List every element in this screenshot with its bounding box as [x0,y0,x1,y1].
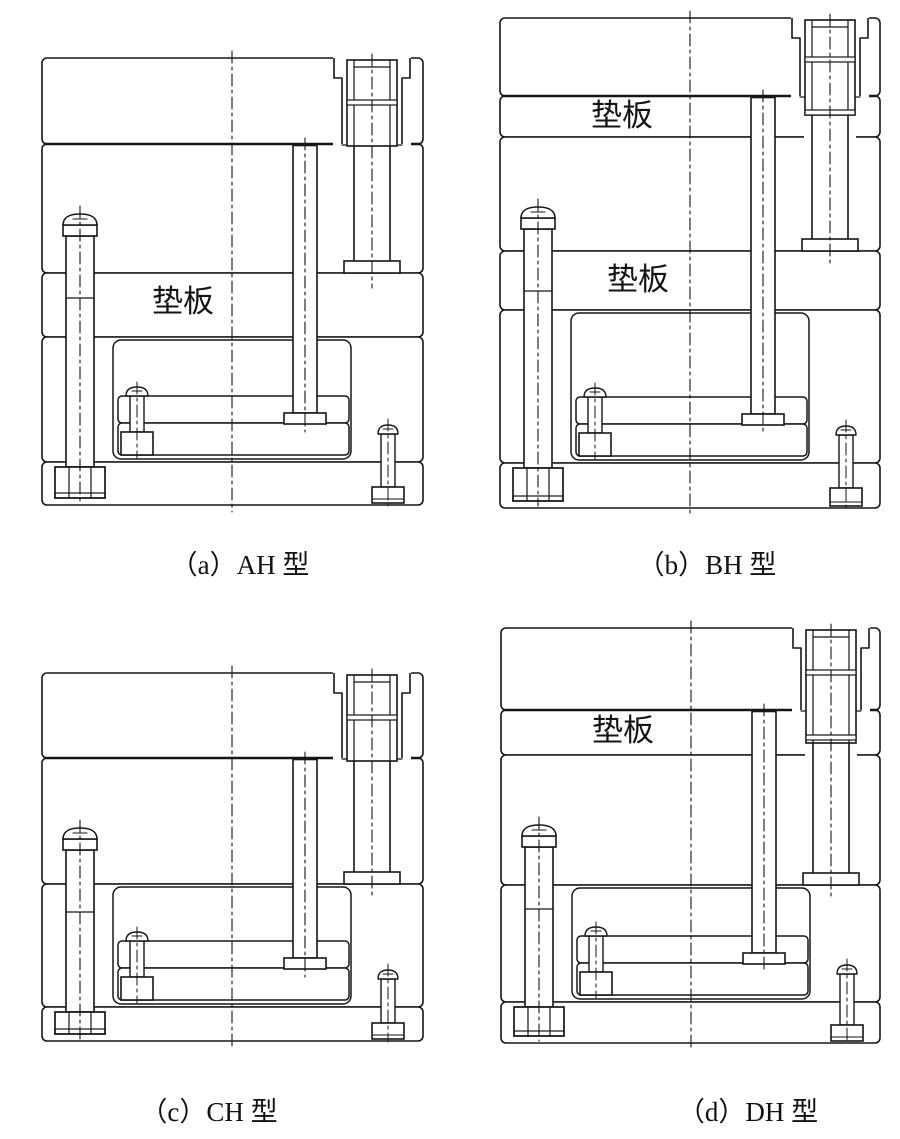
caption-panel-c: （c）CH 型 [140,1097,278,1127]
panel-d-diagram [500,620,881,1051]
plate-label-b-top: 垫板 [591,98,653,133]
panel-a-diagram [41,50,424,513]
caption-panel-b: （b）BH 型 [637,550,777,580]
panel-c-diagram [41,665,424,1049]
plate-label-b-middle: 垫板 [607,262,669,297]
plate-label-a-middle: 垫板 [152,284,214,319]
caption-panel-a: （a）AH 型 [170,550,310,580]
panel-b-diagram [499,10,881,516]
caption-panel-d: （d）DH 型 [677,1097,819,1127]
plate-label-d-top: 垫板 [592,713,654,748]
